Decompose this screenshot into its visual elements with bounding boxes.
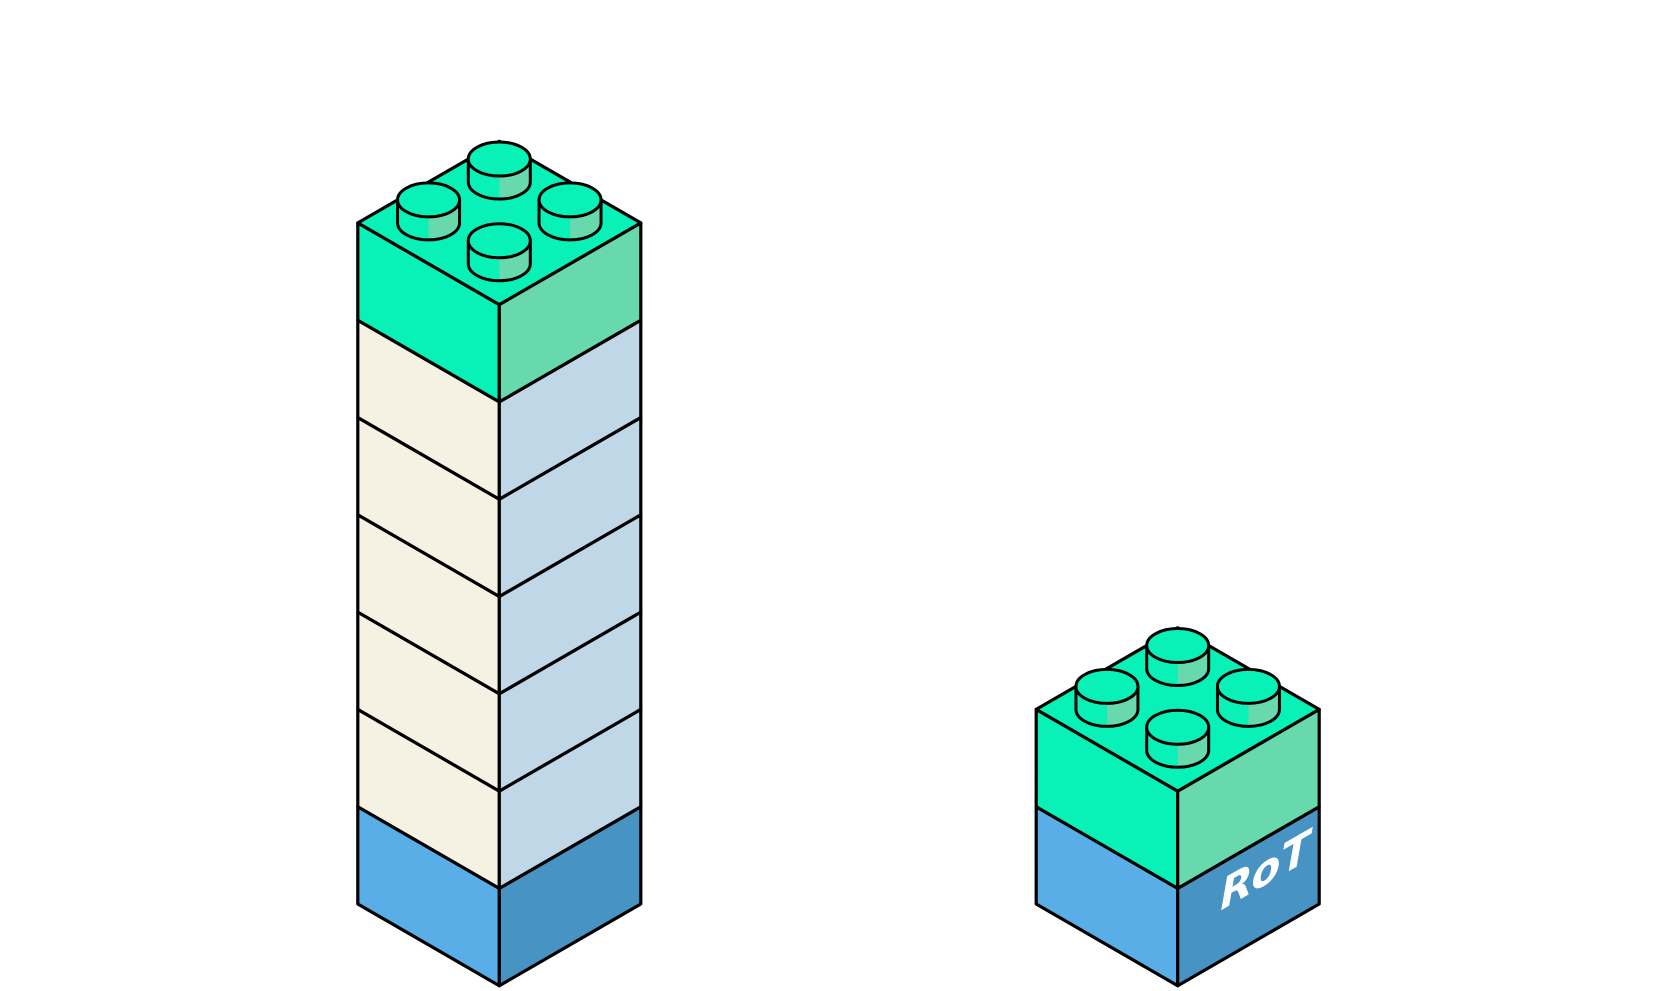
stud-side-shade (499, 240, 531, 281)
stud-outline (1145, 727, 1211, 769)
stud-outline (1145, 645, 1211, 688)
stud-top (466, 140, 532, 178)
stud-outline (1074, 686, 1140, 728)
stud-side-shade (1177, 727, 1209, 768)
stud-outline (466, 159, 532, 201)
stud-top (396, 181, 462, 219)
stud (537, 181, 603, 242)
tall-brick-tower (356, 139, 643, 988)
stud-side-shade (428, 199, 460, 240)
stud-side-shade (1248, 686, 1280, 727)
stud-outline (466, 240, 532, 283)
stud-outline (1215, 686, 1281, 728)
rot-brick-stack: RoT (1034, 626, 1321, 988)
stud-top (1215, 667, 1281, 705)
brick-cream-4 (356, 415, 643, 599)
stud-top (537, 181, 603, 219)
stud-side-shade (570, 199, 602, 240)
brick-green-1 (1034, 626, 1321, 891)
stud-top (466, 222, 532, 260)
stud (466, 140, 532, 201)
stud-side-shade (499, 159, 531, 200)
stud-top (1145, 708, 1211, 746)
stud (396, 181, 462, 242)
stud-side-shade (1106, 686, 1138, 727)
stud (1074, 667, 1140, 728)
stud-outline (537, 199, 603, 242)
stud-side-shade (1177, 645, 1209, 686)
stud (1145, 627, 1211, 688)
stud-top (1074, 667, 1140, 705)
stud-top (1145, 627, 1211, 665)
stud (1215, 667, 1281, 728)
brick-green-6 (356, 139, 643, 404)
stud-outline (396, 199, 462, 242)
stud (1145, 708, 1211, 769)
stud (466, 222, 532, 283)
brick-blue-0: RoT (1034, 805, 1321, 988)
